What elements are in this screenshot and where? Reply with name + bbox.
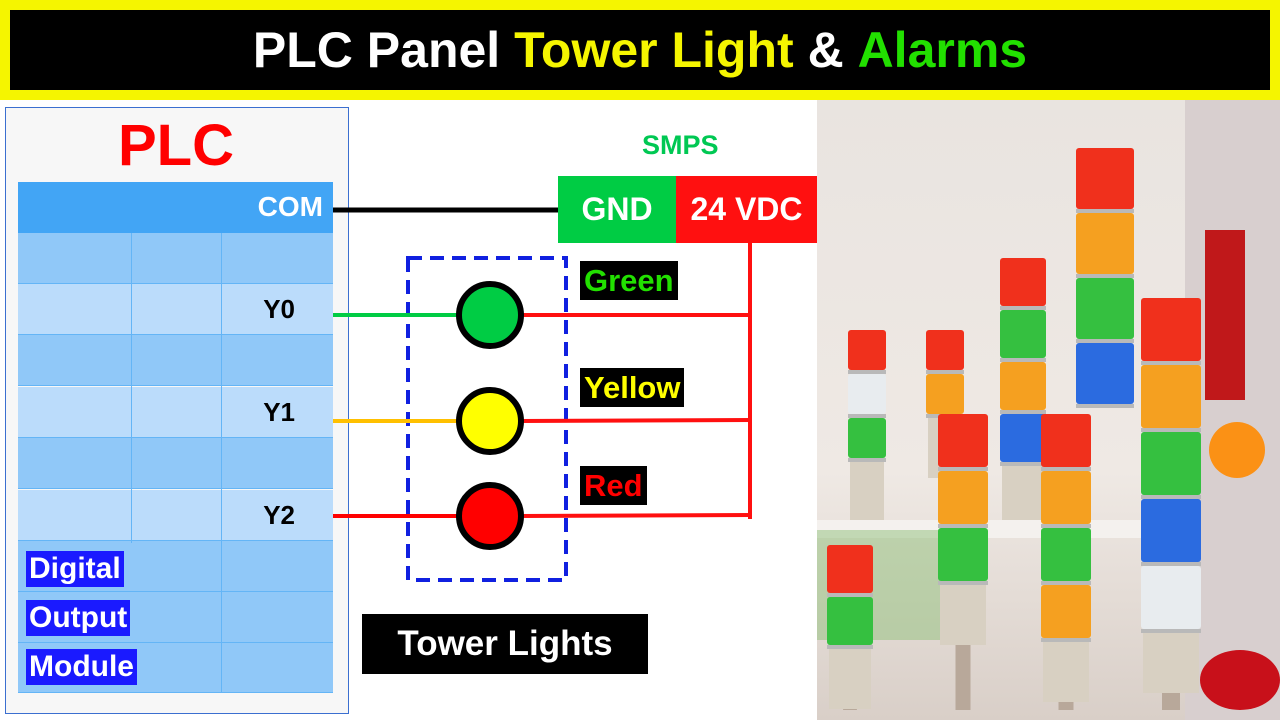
tower-ring xyxy=(1041,581,1091,585)
table-row xyxy=(18,335,333,386)
tower-segment xyxy=(1041,528,1091,581)
tower-ring xyxy=(1141,495,1201,499)
tower-ring xyxy=(848,458,886,462)
tower-ring xyxy=(926,370,964,374)
lamp-yellow xyxy=(456,387,524,455)
tower-base xyxy=(1143,633,1199,693)
output-y2-label: Y2 xyxy=(263,500,295,530)
tower-ring xyxy=(848,414,886,418)
tower-ring xyxy=(938,467,988,471)
tower-ring xyxy=(827,593,873,597)
page-title: PLC Panel Tower Light & Alarms xyxy=(10,10,1270,90)
tower-segment xyxy=(926,374,964,414)
title-part-plc-panel: PLC Panel xyxy=(252,22,515,78)
table-row-y2: Y2 xyxy=(18,490,333,541)
lamp-label-red: Red xyxy=(580,466,647,505)
tower-segment xyxy=(1141,365,1201,428)
tower-ring xyxy=(938,581,988,585)
tower-base xyxy=(829,649,871,709)
title-part-alarms: Alarms xyxy=(857,22,1028,78)
tower-segment xyxy=(1000,258,1046,306)
tower-segment xyxy=(1000,310,1046,358)
tower-segment xyxy=(848,330,886,370)
table-row xyxy=(18,233,333,284)
tower-base xyxy=(1002,466,1044,520)
photo-background-machine xyxy=(1205,230,1245,400)
tower-ring xyxy=(1076,209,1134,213)
table-row-y0: Y0 xyxy=(18,284,333,335)
tower-ring xyxy=(1141,562,1201,566)
tower-segment xyxy=(848,374,886,414)
tower-base xyxy=(1043,642,1089,702)
tower-segment xyxy=(848,418,886,458)
tower-ring xyxy=(1041,467,1091,471)
header-banner: PLC Panel Tower Light & Alarms xyxy=(0,0,1280,100)
supply-wire-yellow xyxy=(519,418,753,423)
title-part-ampersand: & xyxy=(793,22,858,78)
tower-ring xyxy=(848,370,886,374)
tower-segment xyxy=(1141,499,1201,562)
com-terminal-row: COM xyxy=(18,182,333,233)
tower-segment xyxy=(926,330,964,370)
smps-label: SMPS xyxy=(642,130,719,160)
module-label-output: Output xyxy=(26,600,131,636)
tower-base xyxy=(940,585,986,645)
tower-segment xyxy=(1141,298,1201,361)
tower-ring xyxy=(1041,524,1091,528)
tower-segment xyxy=(938,528,988,581)
tower-ring xyxy=(1141,629,1201,633)
tower-ring xyxy=(1000,462,1046,466)
smps-gnd-terminal: GND xyxy=(558,176,676,243)
lamp-green xyxy=(456,281,524,349)
supply-wire-red xyxy=(519,513,753,518)
column-divider xyxy=(221,233,222,693)
column-divider xyxy=(131,233,132,543)
tower-segment xyxy=(938,471,988,524)
com-label: COM xyxy=(257,191,323,222)
photo-red-object xyxy=(1200,650,1280,710)
tower-ring xyxy=(1000,358,1046,362)
tower-ring xyxy=(1076,339,1134,343)
tower-ring xyxy=(1076,274,1134,278)
module-label-digital: Digital xyxy=(26,551,124,587)
tower-segment xyxy=(1000,414,1046,462)
tower-ring xyxy=(1041,638,1091,642)
tower-lights-label: Tower Lights xyxy=(362,614,648,674)
tower-base xyxy=(850,462,884,520)
tower-segment xyxy=(1041,585,1091,638)
tower-ring xyxy=(1141,361,1201,365)
table-row-y1: Y1 xyxy=(18,387,333,438)
tower-ring xyxy=(827,645,873,649)
tower-segment xyxy=(827,545,873,593)
lamp-label-yellow: Yellow xyxy=(580,368,685,407)
tower-segment xyxy=(1076,213,1134,274)
tower-ring xyxy=(1076,404,1134,408)
tower-segment xyxy=(938,414,988,467)
tower-ring xyxy=(1141,428,1201,432)
tower-segment xyxy=(1041,414,1091,467)
output-y0-label: Y0 xyxy=(263,294,295,324)
tower-segment xyxy=(827,597,873,645)
tower-segment xyxy=(1141,566,1201,629)
lamp-red xyxy=(456,482,524,550)
tower-ring xyxy=(1000,410,1046,414)
title-part-tower-light: Tower Light xyxy=(514,22,794,78)
tower-segment xyxy=(1141,432,1201,495)
table-row xyxy=(18,438,333,489)
plc-title: PLC xyxy=(118,113,234,178)
tower-ring xyxy=(1000,306,1046,310)
tower-segment xyxy=(1076,278,1134,339)
smps-24vdc-terminal: 24 VDC xyxy=(676,176,817,243)
lamp-label-green: Green xyxy=(580,261,678,300)
beacon-light-icon xyxy=(1209,422,1265,478)
tower-ring xyxy=(938,524,988,528)
tower-segment xyxy=(1076,148,1134,209)
output-y1-label: Y1 xyxy=(263,397,295,427)
tower-segment xyxy=(1041,471,1091,524)
tower-segment xyxy=(1000,362,1046,410)
module-label-module: Module xyxy=(26,649,137,685)
tower-segment xyxy=(1076,343,1134,404)
